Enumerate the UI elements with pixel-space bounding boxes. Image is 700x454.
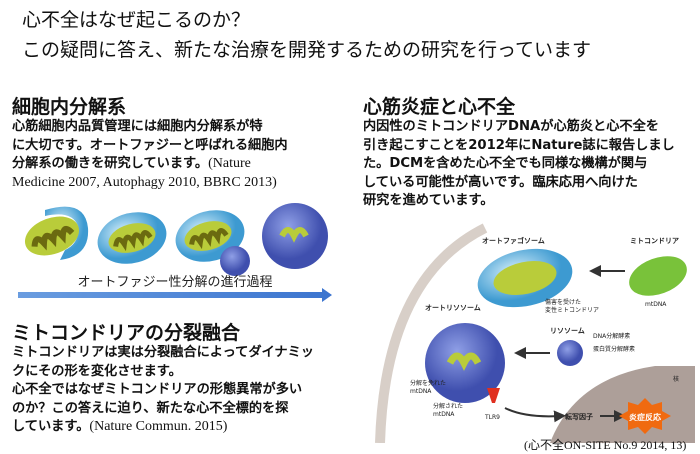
autophagosome-label: オートファゴソーム: [482, 236, 545, 245]
inflammation-text: 内因性のミトコンドリアDNAが心筋炎と心不全を 引き起こすことを2012年にNa…: [363, 118, 675, 211]
inflammation-label: 炎症反応: [629, 412, 661, 422]
text-line: のか？この答えに迫り、新たな心不全標的を探: [12, 400, 289, 416]
mtdna-label: mtDNA: [645, 301, 667, 308]
fission-fusion-heading: ミトコンドリアの分裂融合: [12, 322, 241, 344]
title-line-1: 心不全はなぜ起こるのか？: [22, 9, 251, 31]
damaged-label: 傷害を受けた: [545, 298, 581, 306]
mtdna-inflammation-diagram: 核 オートファゴソーム ミトコンドリア mtDNA 傷害を受けた 変性ミトコンド…: [375, 223, 695, 443]
text-line: 内因性のミトコンドリアDNAが心筋炎と心不全を: [363, 119, 659, 134]
autophagy-progress-figure: オートファジー性分解の進行過程: [18, 203, 332, 302]
escaped-label-2: mtDNA: [410, 388, 432, 395]
inflammation-heading: 心筋炎症と心不全: [363, 96, 516, 118]
tlr9-receptor: [487, 388, 500, 403]
text-line: しています。(Nature Commun. 2015): [12, 419, 228, 434]
autophagy-heading: 細胞内分解系: [12, 96, 127, 118]
cell-membrane: [375, 223, 488, 443]
autophagy-text: 心筋細胞内品質管理には細胞内分解系が特 に大切です。オートファジーと呼ばれる細胞…: [12, 118, 288, 192]
damaged-label-2: 変性ミトコンドリア: [545, 306, 599, 314]
nucleus-label: 核: [673, 375, 679, 383]
text-line: ミトコンドリアは実は分裂融合によってダイナミッ: [12, 345, 314, 360]
text-line: 分解系の働きを研究しています。(Nature: [12, 156, 251, 171]
text-line: している可能性が高いです。臨床応用へ向けた: [363, 174, 638, 190]
mitochondrion: [629, 256, 687, 296]
text-line: た。DCMを含めた心不全でも同様な機構が関与: [363, 156, 648, 171]
lysosome-label: リソソーム: [550, 327, 585, 335]
degraded-label-2: mtDNA: [433, 411, 455, 418]
mitochondria-label: ミトコンドリア: [630, 237, 679, 245]
fission-fusion-text: ミトコンドリアは実は分裂融合によってダイナミッ クにその形を変化させます。 心不…: [12, 344, 314, 437]
autolysosome-label: オートリソソーム: [425, 304, 481, 312]
dnase-label: DNA分解酵素: [593, 332, 630, 340]
text-line: 研究を進めています。: [363, 193, 494, 208]
autolysosome-stage-4: [262, 203, 328, 269]
lysosome: [557, 340, 583, 366]
transcription-factor-label: 転写因子: [565, 412, 593, 421]
citation: (心不全ON-SITE No.9 2014, 13): [524, 438, 687, 452]
mitochondrion-stage-1: [24, 206, 89, 260]
inflammation-burst: [619, 398, 671, 434]
title-line-2: この疑問に答え、新たな治療を開発するための研究を行っています: [22, 39, 592, 61]
text-line: 引き起こすことを2012年にNature誌に報告しまし: [363, 137, 675, 153]
reference: Medicine 2007, Autophagy 2010, BBRC 2013…: [12, 174, 277, 190]
tlr9-label: TLR9: [484, 414, 500, 421]
progress-arrow: [18, 288, 332, 302]
mitochondrion-stage-3: [175, 210, 250, 276]
text-line: 心筋細胞内品質管理には細胞内分解系が特: [12, 119, 263, 134]
text-line: 心不全ではなぜミトコンドリアの形態異常が多い: [12, 382, 303, 397]
degraded-label: 分解された: [433, 402, 463, 410]
arrow-label: オートファジー性分解の進行過程: [77, 275, 272, 290]
escaped-label: 分解を免れた: [410, 379, 446, 387]
protease-label: 蛋白質分解酵素: [593, 345, 635, 353]
text-line: クにその形を変化させます。: [12, 363, 182, 379]
mitochondrion-stage-2: [97, 212, 167, 264]
text-line: に大切です。オートファジーと呼ばれる細胞内: [12, 137, 288, 153]
